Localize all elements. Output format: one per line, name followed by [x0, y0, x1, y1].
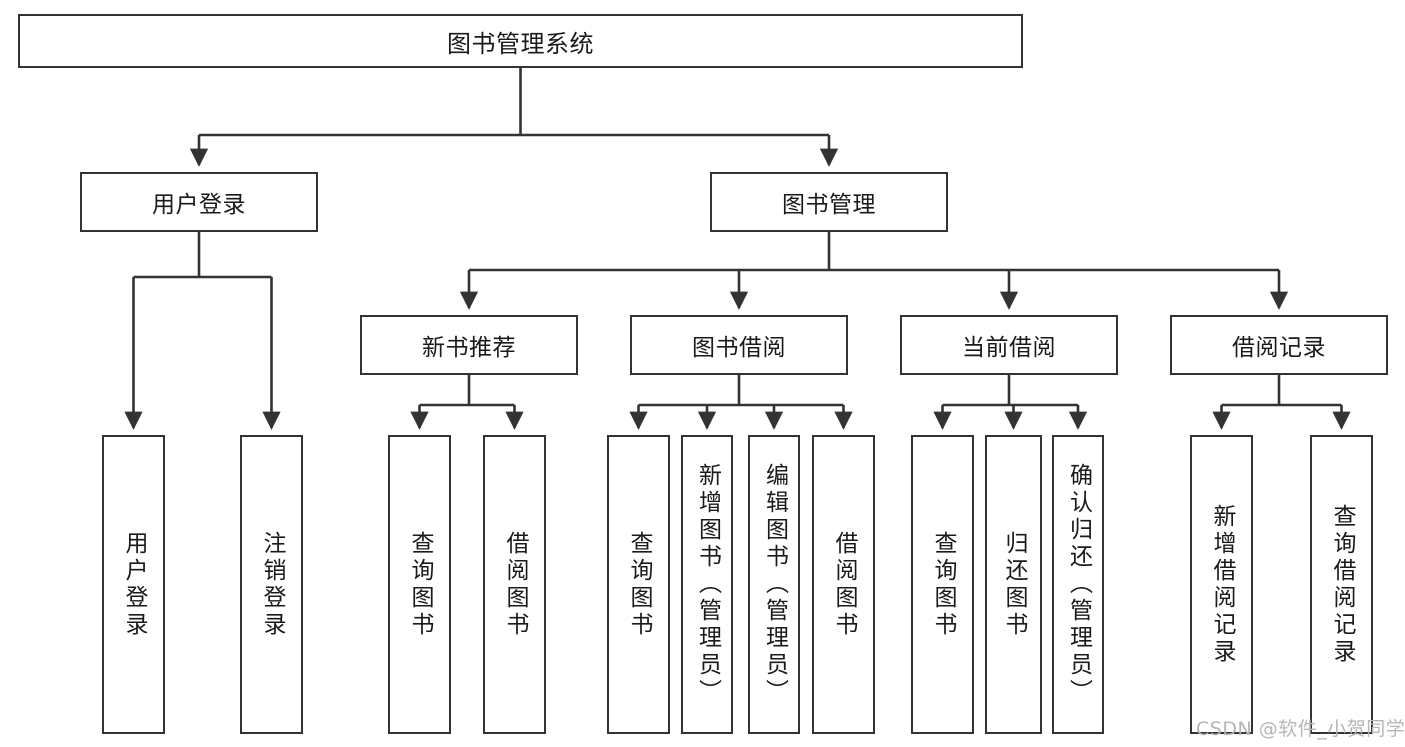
node-label: 注销登录	[259, 530, 285, 639]
node-new-book-recommend[interactable]: 新书推荐	[360, 315, 578, 375]
node-current-borrow[interactable]: 当前借阅	[900, 315, 1118, 375]
leaf-edit-book-admin[interactable]: 编辑图书（管理员）	[748, 435, 800, 734]
node-label: 新增借阅记录	[1209, 503, 1235, 666]
node-label: 图书借阅	[692, 335, 786, 361]
leaf-borrow-book[interactable]: 借阅图书	[812, 435, 875, 734]
leaf-user-login[interactable]: 用户登录	[102, 435, 165, 734]
node-label: 查询借阅记录	[1329, 503, 1355, 666]
node-label: 新增图书（管理员）	[694, 463, 721, 706]
node-root[interactable]: 图书管理系统	[18, 14, 1023, 68]
leaf-return-book[interactable]: 归还图书	[985, 435, 1042, 734]
node-label: 新书推荐	[422, 335, 516, 361]
node-borrow-record[interactable]: 借阅记录	[1170, 315, 1388, 375]
node-label: 查询图书	[930, 530, 956, 639]
node-book-management[interactable]: 图书管理	[710, 172, 948, 232]
node-label: 查询图书	[626, 530, 652, 639]
node-label: 借阅图书	[831, 530, 857, 639]
node-label: 编辑图书（管理员）	[761, 463, 788, 706]
node-label: 当前借阅	[962, 335, 1056, 361]
node-label: 查询图书	[407, 530, 433, 639]
node-label: 借阅图书	[502, 530, 528, 639]
node-label: 图书管理	[782, 192, 876, 218]
node-label: 图书管理系统	[447, 29, 594, 58]
leaf-query-book-newbook[interactable]: 查询图书	[388, 435, 451, 734]
leaf-logout[interactable]: 注销登录	[240, 435, 303, 734]
node-label: 用户登录	[152, 192, 246, 218]
node-label: 借阅记录	[1232, 335, 1326, 361]
leaf-add-borrow-record[interactable]: 新增借阅记录	[1190, 435, 1253, 734]
node-label: 归还图书	[1001, 530, 1027, 639]
node-user-login[interactable]: 用户登录	[80, 172, 318, 232]
leaf-query-borrow-record[interactable]: 查询借阅记录	[1310, 435, 1373, 734]
leaf-query-book-borrow[interactable]: 查询图书	[607, 435, 670, 734]
node-label: 用户登录	[121, 530, 147, 639]
node-label: 确认归还（管理员）	[1065, 463, 1092, 706]
leaf-query-book-current[interactable]: 查询图书	[911, 435, 974, 734]
node-book-borrow[interactable]: 图书借阅	[630, 315, 848, 375]
leaf-confirm-return-admin[interactable]: 确认归还（管理员）	[1052, 435, 1104, 734]
csdn-watermark: CSDN @软件_小贺同学	[1196, 718, 1405, 740]
leaf-borrow-book-newbook[interactable]: 借阅图书	[483, 435, 546, 734]
leaf-add-book-admin[interactable]: 新增图书（管理员）	[681, 435, 733, 734]
